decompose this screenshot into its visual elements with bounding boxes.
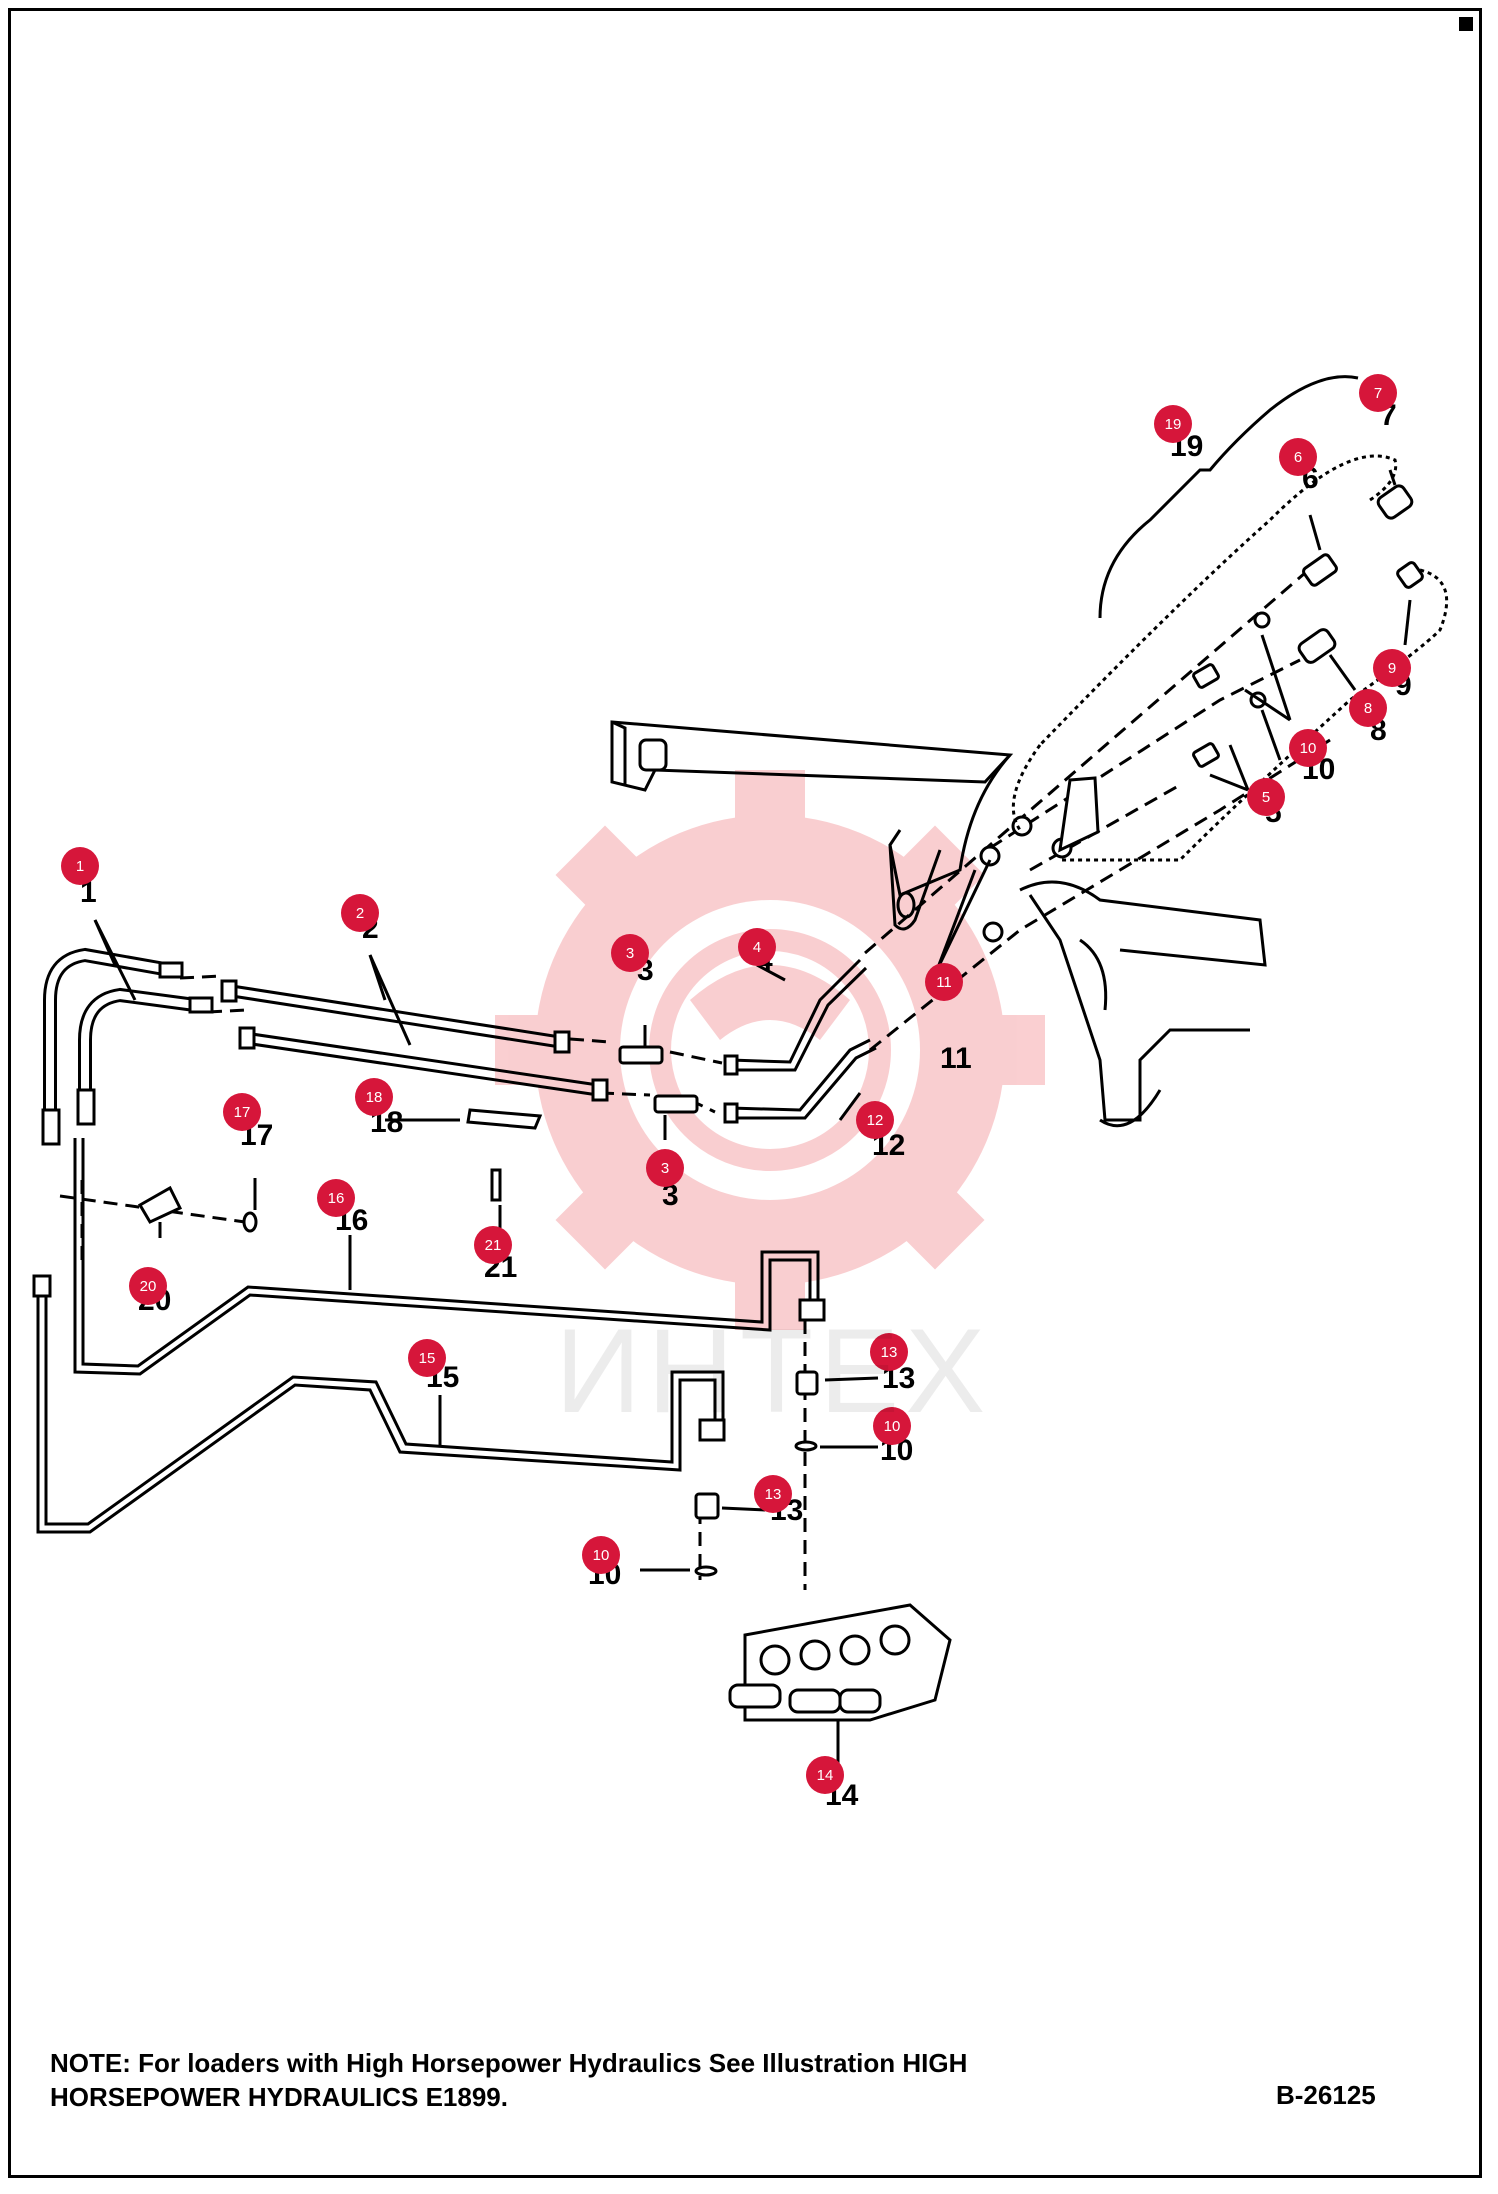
svg-text:2: 2	[356, 905, 364, 922]
svg-text:6: 6	[1294, 449, 1302, 466]
svg-text:16: 16	[328, 1190, 345, 1207]
callout-19[interactable]: 19	[1154, 405, 1192, 443]
label-3b: 3	[662, 1179, 679, 1212]
svg-text:20: 20	[140, 1278, 157, 1295]
svg-text:5: 5	[1262, 789, 1270, 806]
svg-text:14: 14	[817, 1767, 834, 1784]
callout-17[interactable]: 17	[223, 1093, 261, 1131]
callout-15[interactable]: 15	[408, 1339, 446, 1377]
callout-2[interactable]: 2	[341, 894, 379, 932]
tube-15-16	[32, 1138, 826, 1534]
callout-16[interactable]: 16	[317, 1179, 355, 1217]
leader-lines	[93, 469, 1412, 1572]
fittings-upper	[979, 484, 1424, 943]
svg-text:12: 12	[867, 1112, 884, 1129]
callout-20[interactable]: 20	[129, 1267, 167, 1305]
svg-text:10: 10	[884, 1418, 901, 1435]
callout-5[interactable]: 5	[1247, 778, 1285, 816]
callout-10c[interactable]: 10	[582, 1536, 620, 1574]
callout-brace-19	[1098, 375, 1359, 619]
tube-4-12	[723, 958, 877, 1124]
callout-13b[interactable]: 13	[754, 1475, 792, 1513]
svg-text:18: 18	[366, 1089, 383, 1106]
svg-text:8: 8	[1364, 700, 1372, 717]
callout-3b[interactable]: 3	[646, 1149, 684, 1187]
callout-11[interactable]: 11	[925, 963, 963, 1001]
svg-text:10: 10	[1300, 740, 1317, 757]
callout-1[interactable]: 1	[61, 847, 99, 885]
corner-mark	[1459, 17, 1473, 31]
callout-8[interactable]: 8	[1349, 689, 1387, 727]
callout-3a[interactable]: 3	[611, 934, 649, 972]
callout-6[interactable]: 6	[1279, 438, 1317, 476]
note-line-1: NOTE: For loaders with High Horsepower H…	[50, 2048, 968, 2078]
diagram-frame	[8, 8, 1482, 2178]
note-line-2: HORSEPOWER HYDRAULICS E1899.	[50, 2082, 508, 2112]
control-valve-14	[728, 1603, 952, 1765]
callout-14[interactable]: 14	[806, 1756, 844, 1794]
loader-frame	[610, 720, 1267, 1128]
callout-18[interactable]: 18	[355, 1078, 393, 1116]
callout-12[interactable]: 12	[856, 1101, 894, 1139]
svg-text:13: 13	[881, 1344, 898, 1361]
svg-text:7: 7	[1374, 385, 1382, 402]
watermark-text: ИНТЕХ	[555, 1304, 992, 1438]
callout-21[interactable]: 21	[474, 1226, 512, 1264]
svg-text:15: 15	[419, 1350, 436, 1367]
svg-text:3: 3	[626, 945, 634, 962]
callout-10b[interactable]: 10	[873, 1407, 911, 1445]
callout-10a[interactable]: 10	[1289, 729, 1327, 767]
callout-7[interactable]: 7	[1359, 374, 1397, 412]
callout-4[interactable]: 4	[738, 928, 776, 966]
drawing-number: B-26125	[1276, 2080, 1376, 2110]
svg-text:21: 21	[485, 1237, 502, 1254]
svg-text:11: 11	[936, 974, 952, 991]
hose-assembly-1	[41, 947, 214, 1146]
coupler-3	[618, 1045, 699, 1114]
svg-text:19: 19	[1165, 416, 1182, 433]
svg-text:9: 9	[1388, 660, 1396, 677]
label-11: 11	[940, 1042, 972, 1075]
note-text: NOTE: For loaders with High Horsepower H…	[50, 2046, 1150, 2114]
svg-text:13: 13	[765, 1486, 782, 1503]
clamp-parts	[137, 1108, 543, 1233]
callout-13a[interactable]: 13	[870, 1333, 908, 1371]
svg-text:1: 1	[76, 858, 84, 875]
chains	[1011, 454, 1449, 862]
callout-bubbles: 1 2 3 3 4 5 6 7 8 9 10 10 10 11 12 13 13…	[61, 374, 1411, 1794]
svg-text:10: 10	[593, 1547, 610, 1564]
svg-text:17: 17	[234, 1104, 251, 1121]
fittings-13-10	[694, 1370, 819, 1577]
svg-text:3: 3	[661, 1160, 669, 1177]
callout-9[interactable]: 9	[1373, 649, 1411, 687]
svg-text:4: 4	[753, 939, 761, 956]
